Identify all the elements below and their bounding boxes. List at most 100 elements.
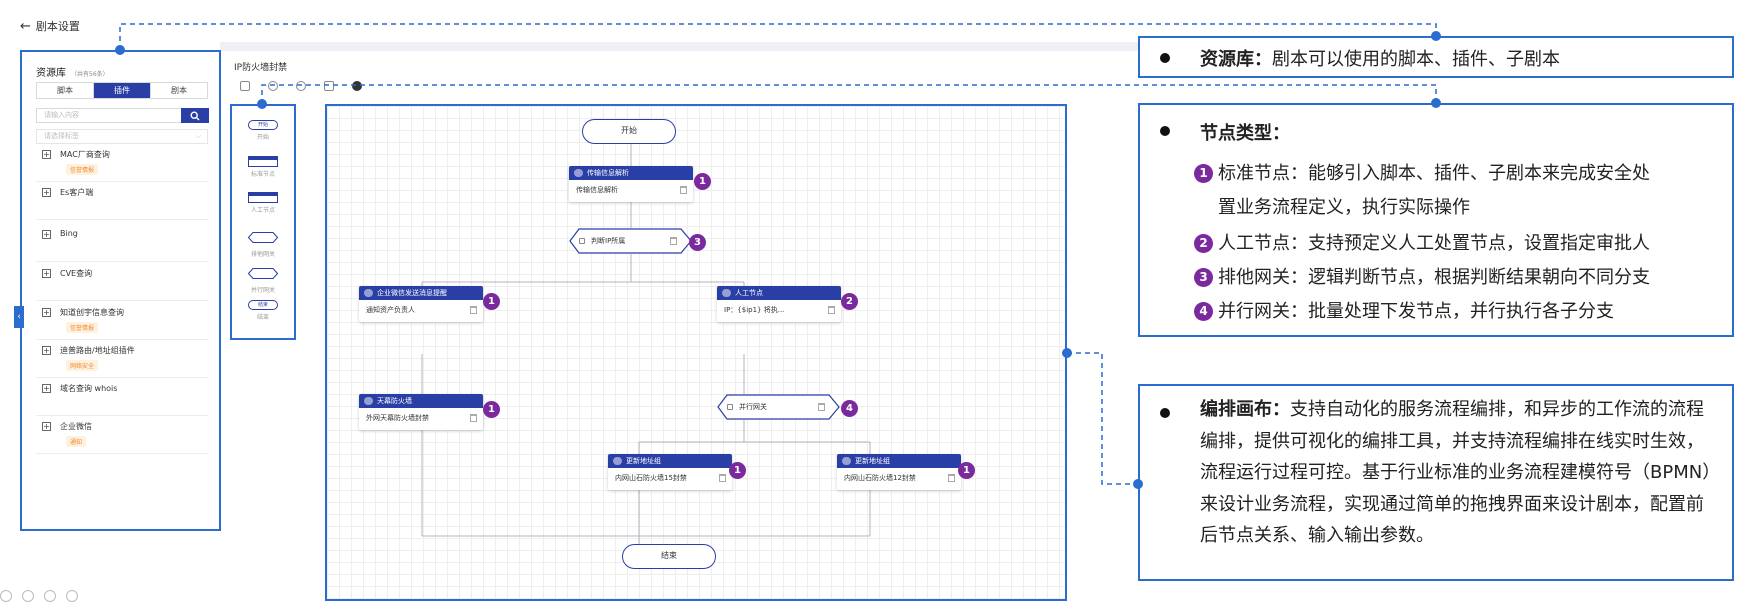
bottom-tools <box>0 590 78 602</box>
node-type-icon <box>364 397 373 405</box>
trash-icon[interactable] <box>670 237 677 245</box>
bullet-icon <box>1160 408 1170 418</box>
gateway-shape <box>569 228 692 254</box>
end-node[interactable]: 结束 <box>622 544 716 569</box>
panel-collapse-toggle[interactable]: ‹ <box>14 306 24 328</box>
resource-item[interactable]: + Es客户端 <box>36 182 208 220</box>
node-title: 更新地址组 <box>855 457 890 465</box>
number-badge: 3 <box>1194 268 1213 287</box>
orchestration-canvas[interactable]: 开始 传输信息解析 传输信息解析 1 判断IP所属 3 企业微信发送消息提醒 通… <box>325 104 1067 601</box>
pointer-icon[interactable] <box>44 590 56 602</box>
resource-item-name: 迪普路由/地址组插件 <box>60 346 135 355</box>
zoom-in-icon[interactable] <box>268 81 278 91</box>
info-row-text: 置业务流程定义，执行实际操作 <box>1218 197 1470 218</box>
flow-node-parallel-gateway[interactable]: 并行网关 <box>717 394 841 420</box>
chevron-down-icon: ⌵ <box>195 132 201 140</box>
node-badge: 1 <box>694 173 711 190</box>
tag-select[interactable]: 请选择标签 ⌵ <box>36 129 208 144</box>
node-title: 人工节点 <box>735 289 763 297</box>
expand-plus-icon[interactable]: + <box>42 188 51 197</box>
trash-icon[interactable] <box>680 186 687 194</box>
trash-icon[interactable] <box>828 306 835 314</box>
start-node[interactable]: 开始 <box>582 119 676 144</box>
resource-item[interactable]: + 迪普路由/地址组插件 网络安全 <box>36 340 208 378</box>
resource-item-name: MAC厂商查询 <box>60 150 110 159</box>
zoom-out-icon[interactable] <box>296 81 306 91</box>
trash-icon[interactable] <box>470 414 477 422</box>
resource-item[interactable]: + Bing <box>36 224 208 262</box>
node-body: 内网山石防火墙15封禁 <box>615 474 687 482</box>
delete-icon[interactable] <box>240 81 250 91</box>
info-box-resource: 资源库：剧本可以使用的脚本、插件、子剧本 <box>1138 36 1734 78</box>
flow-node-manual[interactable]: 人工节点 IP：{$ip1} 将执... <box>717 286 841 322</box>
expand-plus-icon[interactable]: + <box>42 422 51 431</box>
resource-panel: 资源库（共有56条） 脚本 插件 剧本 请输入内容 请选择标签 ⌵ + MAC厂… <box>20 50 221 531</box>
lasso-icon[interactable] <box>0 590 12 602</box>
resource-item-tag: 信誉情报 <box>66 164 99 175</box>
fit-view-icon[interactable] <box>324 81 334 91</box>
node-body: 内网山石防火墙12封禁 <box>844 474 916 482</box>
back-header[interactable]: ← 剧本设置 <box>20 18 80 34</box>
back-arrow-icon[interactable]: ← <box>20 18 31 34</box>
tab-playbook[interactable]: 剧本 <box>171 86 187 95</box>
manual-node-shape <box>248 192 278 203</box>
help-icon[interactable] <box>352 81 362 91</box>
screen-icon[interactable] <box>66 590 78 602</box>
palette-label: 并行网关 <box>250 287 275 294</box>
exclusive-gateway-shape <box>247 232 279 243</box>
flow-node-parse[interactable]: 传输信息解析 传输信息解析 <box>569 166 693 202</box>
trash-icon[interactable] <box>719 474 726 482</box>
node-type-icon <box>574 169 583 177</box>
palette-label: 开始 <box>256 134 269 141</box>
flow-node-wechat[interactable]: 企业微信发送消息提醒 通知资产负责人 <box>359 286 483 322</box>
gateway-shape <box>717 394 840 420</box>
node-badge: 1 <box>483 293 500 310</box>
palette-exclusive-gateway[interactable]: 排他网关 <box>232 228 294 258</box>
info-row-text: 并行网关：批量处理下发节点，并行执行各子分支 <box>1218 301 1614 322</box>
flow-node-judge-ip[interactable]: 判断IP所属 <box>569 228 693 254</box>
info-heading: 资源库： <box>1200 49 1272 70</box>
node-title: 更新地址组 <box>626 457 661 465</box>
search-icon <box>190 110 200 120</box>
expand-plus-icon[interactable]: + <box>42 230 51 239</box>
search-input[interactable]: 请输入内容 <box>36 108 182 123</box>
trash-icon[interactable] <box>818 403 825 411</box>
expand-plus-icon[interactable]: + <box>42 150 51 159</box>
trash-icon[interactable] <box>470 306 477 314</box>
palette-end[interactable]: 结束 结束 <box>232 300 294 321</box>
node-type-icon <box>722 289 731 297</box>
flow-node-update-group-15[interactable]: 更新地址组 内网山石防火墙15封禁 <box>608 454 732 490</box>
flow-node-update-group-12[interactable]: 更新地址组 内网山石防火墙12封禁 <box>837 454 961 490</box>
info-heading: 编排画布： <box>1200 399 1290 420</box>
tab-script[interactable]: 脚本 <box>37 83 94 98</box>
page-title: 剧本设置 <box>35 20 80 33</box>
bullet-icon <box>1160 53 1170 63</box>
tab-plugin[interactable]: 插件 <box>94 83 151 98</box>
resource-item-tag: 通知 <box>66 436 87 447</box>
node-type-icon <box>364 289 373 297</box>
palette-parallel-gateway[interactable]: 并行网关 <box>232 264 294 294</box>
gateway-label: 并行网关 <box>739 403 767 411</box>
resource-item[interactable]: + MAC厂商查询 信誉情报 <box>36 144 208 182</box>
expand-plus-icon[interactable]: + <box>42 308 51 317</box>
trash-icon[interactable] <box>948 474 955 482</box>
bullet-icon <box>1160 126 1170 136</box>
resource-item[interactable]: + 域名查询 whois <box>36 378 208 416</box>
expand-plus-icon[interactable]: + <box>42 346 51 355</box>
info-row-text: 人工节点：支持预定义人工处置节点，设置指定审批人 <box>1218 233 1650 254</box>
canvas-toolbar <box>240 81 362 91</box>
edit-icon <box>579 238 585 244</box>
search-button[interactable] <box>181 108 209 123</box>
pen-icon[interactable] <box>22 590 34 602</box>
resource-item[interactable]: + CVE查询 <box>36 263 208 301</box>
palette-label: 结束 <box>256 314 269 321</box>
palette-standard-node[interactable]: 标准节点 <box>232 156 294 178</box>
expand-plus-icon[interactable]: + <box>42 384 51 393</box>
palette-manual-node[interactable]: 人工节点 <box>232 192 294 214</box>
number-badge: 2 <box>1194 234 1213 253</box>
flow-node-firewall[interactable]: 天幕防火墙 外网天幕防火墙封禁 <box>359 394 483 430</box>
resource-item[interactable]: + 知道创宇信息查询 信誉情报 <box>36 302 208 340</box>
palette-start[interactable]: 开始 开始 <box>232 120 294 141</box>
expand-plus-icon[interactable]: + <box>42 269 51 278</box>
resource-item[interactable]: + 企业微信 通知 <box>36 416 208 454</box>
